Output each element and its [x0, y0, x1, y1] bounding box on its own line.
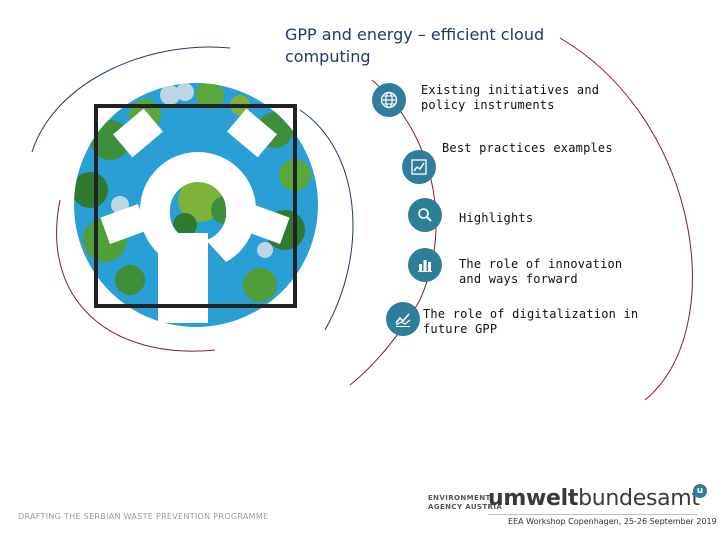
event-caption: EEA Workshop Copenhagen, 25-26 September… — [508, 517, 717, 526]
brand-mark: u — [693, 484, 707, 498]
slide-title: GPP and energy – efficient cloud computi… — [285, 25, 545, 66]
left-red-arc — [56, 199, 216, 352]
agenda-item-2-label: Best practices examples — [442, 141, 613, 155]
agenda-item-4-label: The role of innovation and ways forward — [459, 257, 623, 286]
agenda-item-2-icon — [402, 150, 436, 184]
globe-icon — [380, 91, 398, 109]
agenda-item-5-label: The role of digitalization in future GPP — [423, 307, 639, 336]
agency-name: ENVIRONMENT AGENCY AUSTRIA — [428, 494, 502, 512]
magnifier-icon — [418, 208, 432, 222]
logo-frame — [94, 104, 297, 308]
right-blue-arc — [299, 109, 354, 331]
line-chart-icon — [395, 313, 411, 327]
agenda-item-3-icon — [408, 198, 442, 232]
brand-light: bundesamt — [578, 486, 700, 511]
brand-divider — [488, 514, 698, 515]
agency-line-2: AGENCY AUSTRIA — [428, 503, 503, 511]
agenda-item-3-label: Highlights — [459, 211, 534, 225]
agenda-item-1-icon — [372, 83, 406, 117]
outer-red-arc — [559, 37, 693, 401]
agenda-item-4-icon — [408, 248, 442, 282]
brand-wordmark: umweltbundesamt — [488, 486, 700, 512]
brand-bold: umwelt — [488, 486, 579, 511]
agenda-item-1-label: Existing initiatives and policy instrume… — [421, 83, 600, 112]
agency-line-1: ENVIRONMENT — [428, 494, 491, 502]
left-blue-arc — [31, 46, 231, 153]
bar-chart-icon — [418, 260, 432, 272]
chart-trend-icon — [411, 159, 427, 175]
agenda-item-5-icon — [386, 302, 420, 336]
programme-footer: DRAFTING THE SERBIAN WASTE PREVENTION PR… — [18, 512, 269, 521]
umweltbundesamt-logo: ENVIRONMENT AGENCY AUSTRIA umweltbundesa… — [428, 484, 718, 534]
